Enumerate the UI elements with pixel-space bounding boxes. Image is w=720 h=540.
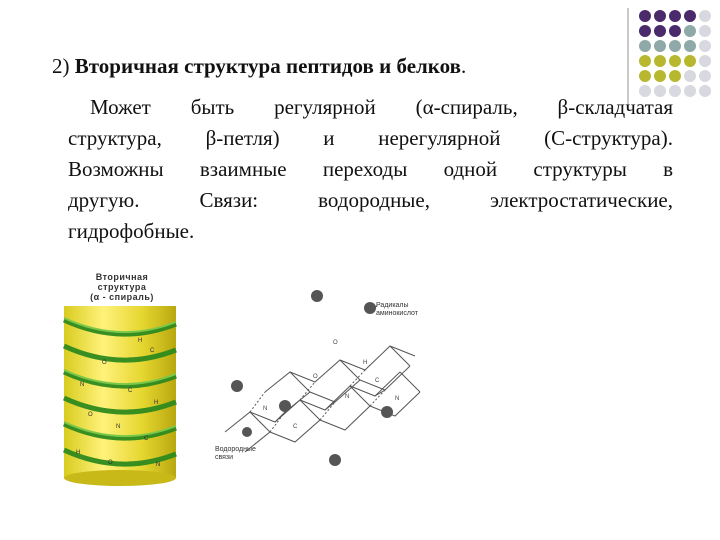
svg-text:H: H xyxy=(76,450,80,456)
decorative-dot xyxy=(684,25,696,37)
slide-title: 2) Вторичная структура пептидов и белков… xyxy=(52,54,466,79)
decorative-dot xyxy=(639,70,651,82)
decorative-dot xyxy=(699,40,711,52)
decorative-dot xyxy=(669,10,681,22)
svg-text:H: H xyxy=(138,338,142,344)
hbonds-label-line-1: Водородные xyxy=(215,446,256,453)
decorative-dot xyxy=(684,10,696,22)
decorative-dot xyxy=(639,10,651,22)
svg-text:H: H xyxy=(154,400,158,406)
decorative-dot xyxy=(639,25,651,37)
hydrogen-bonds-label: Водородные связи xyxy=(215,446,256,462)
body-line-4: другую. Связи: водородные, электростатич… xyxy=(68,188,673,212)
svg-text:O: O xyxy=(333,340,338,346)
helix-label-line-2: структура xyxy=(97,282,147,292)
body-line-1: Может быть регулярной (α-спираль, β-скла… xyxy=(90,95,673,119)
decorative-dot xyxy=(639,55,651,67)
decorative-divider xyxy=(627,8,629,110)
decorative-dot xyxy=(699,55,711,67)
svg-text:O: O xyxy=(313,374,318,380)
body-paragraph: Может быть регулярной (α-спираль, β-скла… xyxy=(68,92,673,247)
svg-text:C: C xyxy=(128,388,133,394)
radicals-label-line-2: аминокислот xyxy=(376,310,418,317)
decorative-dot xyxy=(639,85,651,97)
decorative-dot xyxy=(699,25,711,37)
svg-text:O: O xyxy=(88,412,93,418)
decorative-dot xyxy=(669,40,681,52)
decorative-dot xyxy=(684,70,696,82)
decorative-dot xyxy=(684,40,696,52)
svg-text:N: N xyxy=(395,396,399,402)
title-period: . xyxy=(460,54,467,78)
svg-text:O: O xyxy=(108,460,113,466)
decorative-dot-grid xyxy=(639,10,719,110)
decorative-dot xyxy=(654,10,666,22)
decorative-dot xyxy=(654,40,666,52)
svg-text:N: N xyxy=(116,424,120,430)
decorative-dot xyxy=(684,55,696,67)
helix-label-line-3: (α - спираль) xyxy=(90,292,154,302)
decorative-dot xyxy=(654,25,666,37)
svg-text:N: N xyxy=(345,394,349,400)
svg-text:O: O xyxy=(102,360,107,366)
decorative-dot xyxy=(669,85,681,97)
decorative-dot xyxy=(699,10,711,22)
alpha-helix-illustration: H C O N C H O N C H O N xyxy=(62,306,177,486)
svg-text:C: C xyxy=(150,348,155,354)
title-number: 2) xyxy=(52,54,75,78)
body-line-5: гидрофобные. xyxy=(68,219,195,243)
body-line-3: Возможны взаимные переходы одной структу… xyxy=(68,157,673,181)
decorative-dot xyxy=(684,85,696,97)
beta-sheet-illustration: N C O N C O H N xyxy=(224,290,421,466)
title-text: Вторичная структура пептидов и белков xyxy=(74,54,461,78)
svg-text:H: H xyxy=(363,360,367,366)
svg-text:C: C xyxy=(293,424,298,430)
svg-text:N: N xyxy=(80,382,84,388)
decorative-dot xyxy=(654,55,666,67)
decorative-dot xyxy=(669,55,681,67)
radicals-label-line-1: Радикалы xyxy=(376,302,409,309)
decorative-dot xyxy=(654,85,666,97)
hbonds-label-line-2: связи xyxy=(215,454,234,461)
decorative-dot xyxy=(639,40,651,52)
helix-label-line-1: Вторичная xyxy=(95,272,149,282)
decorative-dot xyxy=(699,70,711,82)
svg-text:N: N xyxy=(263,406,267,412)
decorative-dot xyxy=(699,85,711,97)
decorative-dot xyxy=(669,70,681,82)
svg-text:C: C xyxy=(375,378,380,384)
helix-label: Вторичная структура (α - спираль) xyxy=(74,272,170,302)
decorative-dot xyxy=(669,25,681,37)
radicals-label: Радикалы аминокислот xyxy=(376,302,418,318)
decorative-dot xyxy=(654,70,666,82)
body-line-2: структура, β-петля) и нерегулярной (С-ст… xyxy=(68,126,673,150)
svg-text:N: N xyxy=(156,462,160,468)
svg-text:C: C xyxy=(144,436,149,442)
